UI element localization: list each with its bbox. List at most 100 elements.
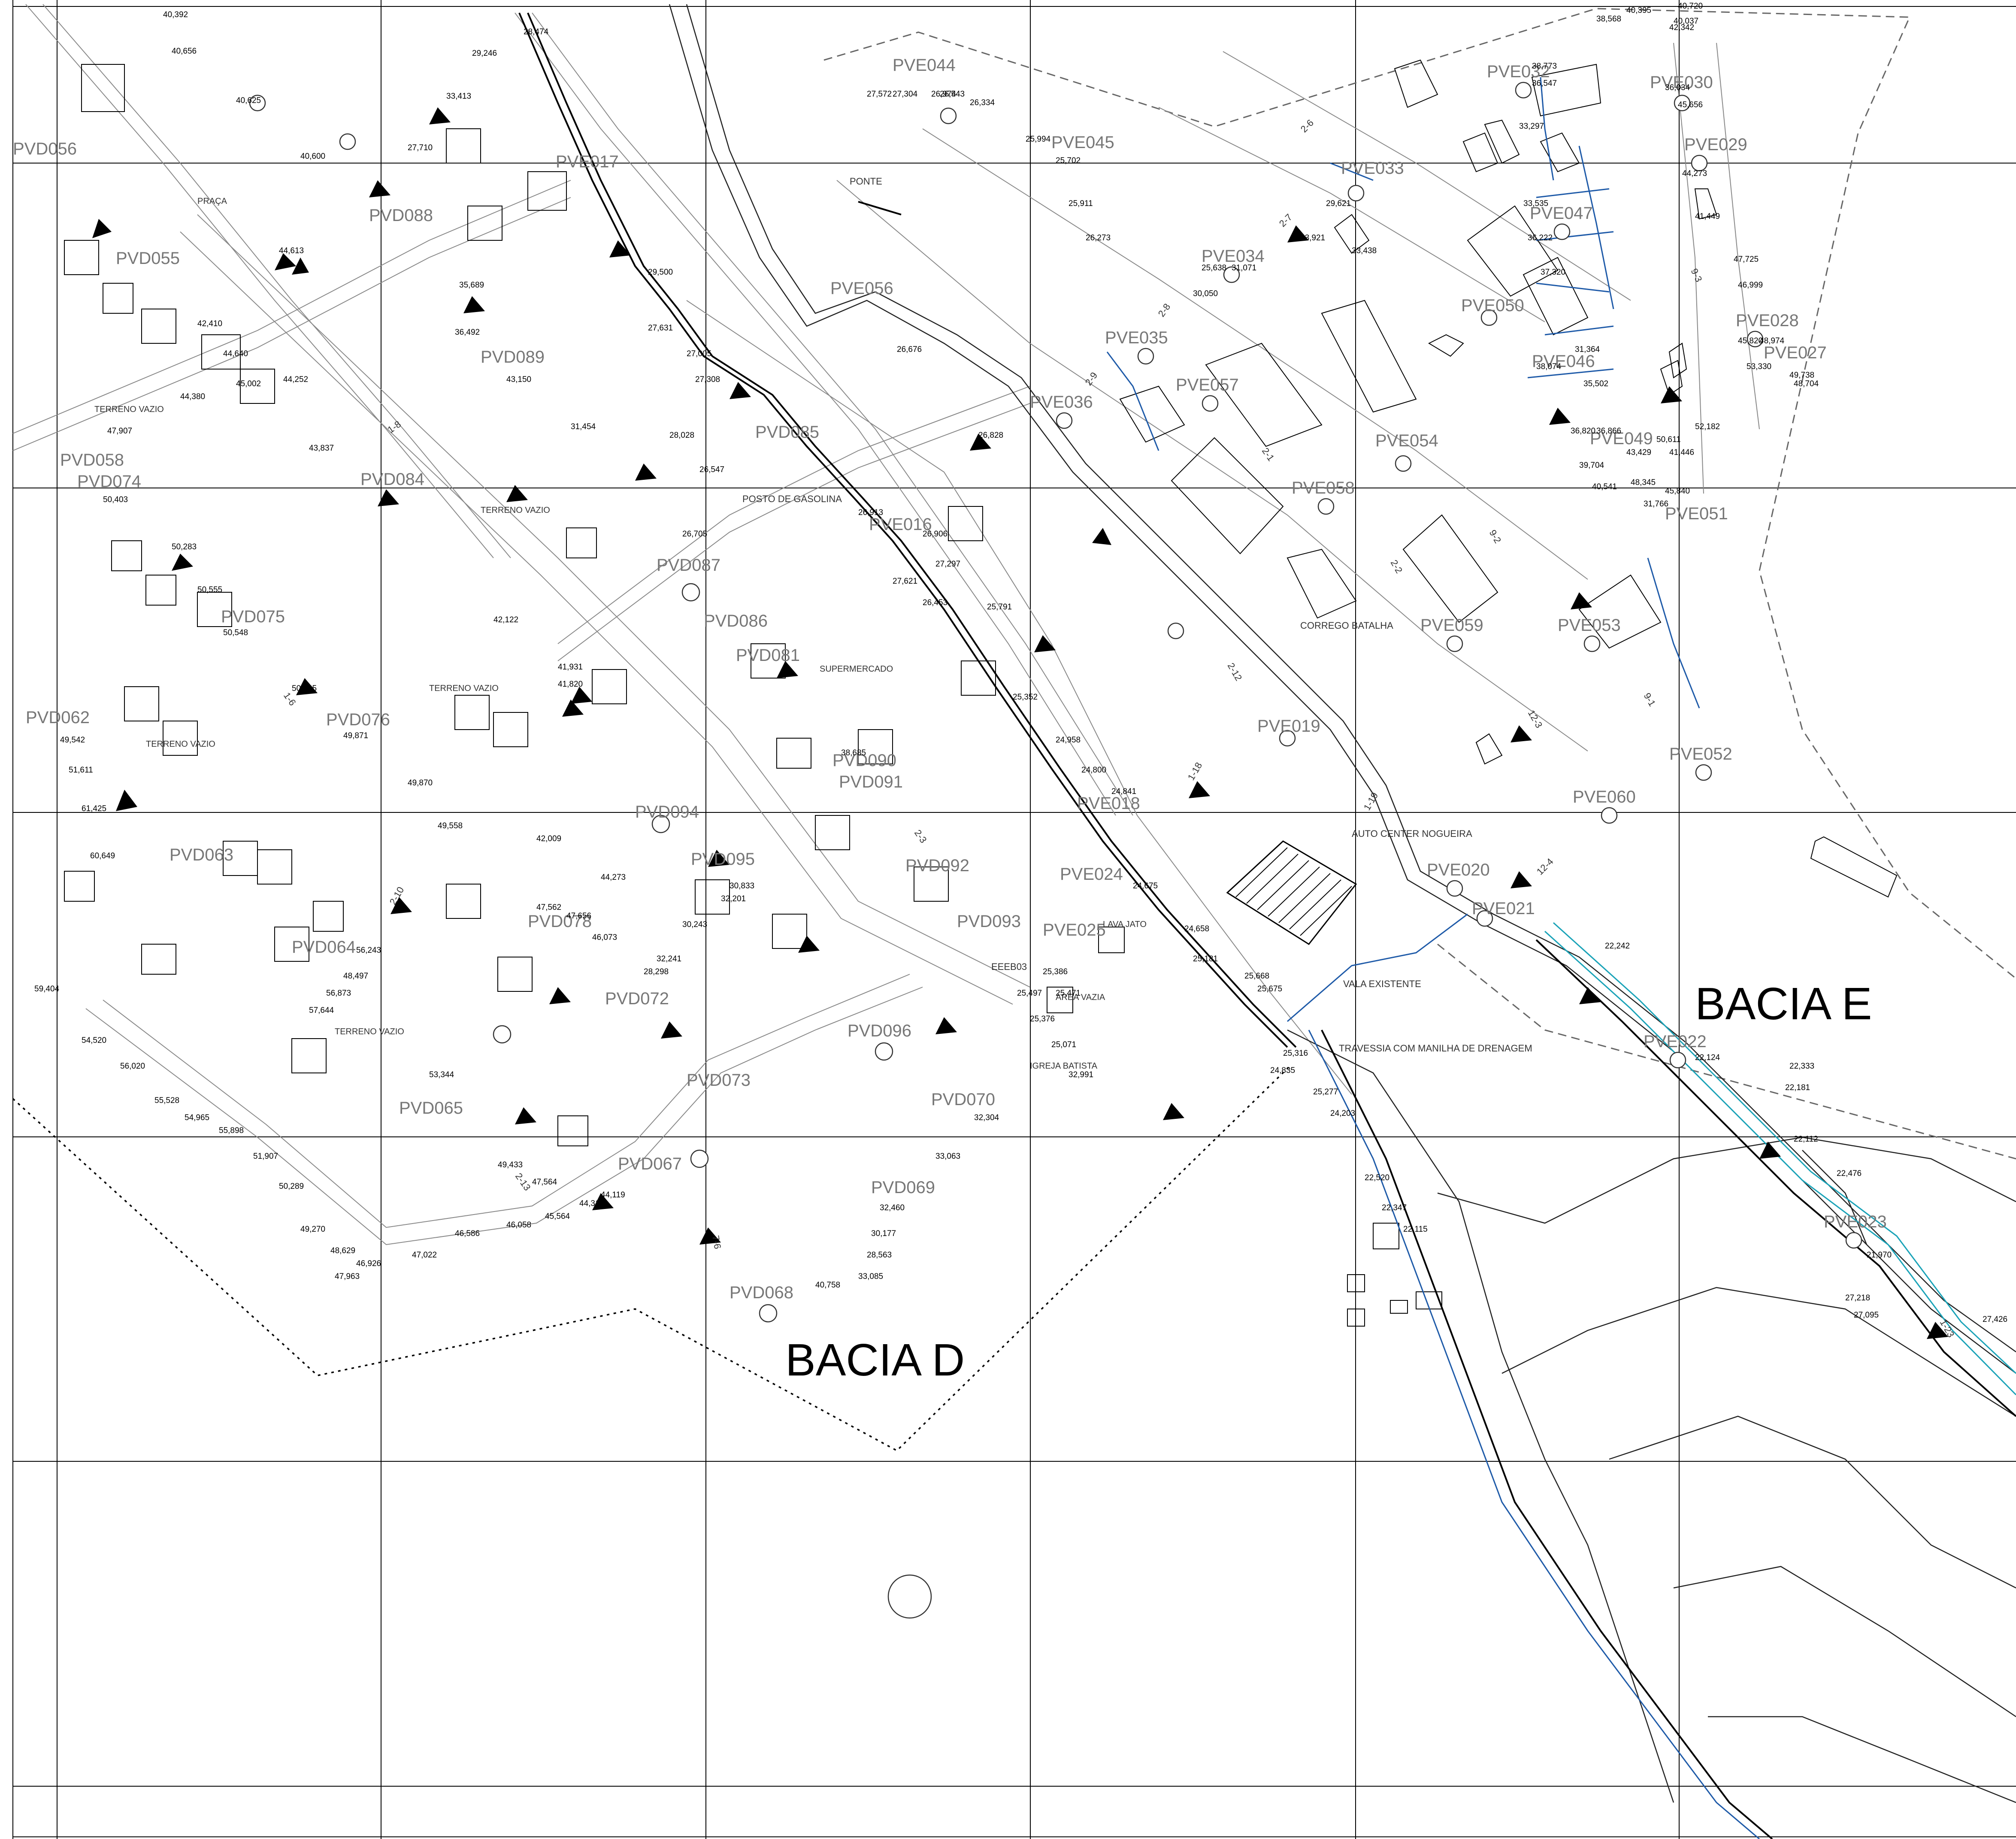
elevation-value: 49,871 bbox=[343, 731, 368, 740]
elevation-value: 25,638 bbox=[1202, 264, 1226, 273]
elevation-value: 33,413 bbox=[446, 92, 471, 101]
elevation-value: 61,425 bbox=[82, 804, 106, 813]
basin-d-boundary bbox=[12, 1063, 1293, 1452]
elevation-value: 48,497 bbox=[343, 972, 368, 981]
elevation-value: 40,541 bbox=[1592, 482, 1617, 491]
elevation-value: 42,122 bbox=[493, 615, 518, 624]
elevation-value: 53,344 bbox=[429, 1070, 454, 1079]
mh-label: PVE035 bbox=[1105, 328, 1168, 347]
elevation-value: 25,702 bbox=[1056, 156, 1081, 165]
elevation-value: 27,218 bbox=[1845, 1294, 1870, 1303]
elevation-value: 33,438 bbox=[1352, 246, 1377, 255]
basin-d-label: BACIA D bbox=[785, 1335, 965, 1385]
mh-label: PVD076 bbox=[326, 710, 390, 729]
elevation-value: 27,308 bbox=[695, 375, 720, 384]
segment-label: 7-6 bbox=[710, 1235, 723, 1250]
elevation-value: 33,063 bbox=[935, 1152, 960, 1161]
elevation-value: 36,547 bbox=[1532, 79, 1557, 88]
elevation-value: 25,376 bbox=[1030, 1015, 1055, 1024]
mh-label: PVD055 bbox=[116, 249, 180, 268]
elevation-value: 26,334 bbox=[970, 98, 995, 107]
elevation-value: 26,273 bbox=[1086, 233, 1111, 242]
mh-label: PVE059 bbox=[1420, 616, 1483, 635]
elevation-value: 25,277 bbox=[1313, 1088, 1338, 1097]
mh-label: PVE057 bbox=[1176, 376, 1239, 394]
elevation-value: 26,676 bbox=[897, 345, 922, 354]
elevation-value: 33,921 bbox=[1300, 233, 1325, 242]
elevation-value: 24,835 bbox=[1270, 1066, 1295, 1075]
elevation-value: 51,907 bbox=[253, 1152, 278, 1161]
elevation-value: 24,841 bbox=[1111, 787, 1136, 796]
mh-label: PVD081 bbox=[736, 646, 800, 665]
mh-label: PVE056 bbox=[830, 279, 893, 298]
elevation-value: 45,002 bbox=[236, 379, 261, 388]
mh-label: PVE023 bbox=[1824, 1212, 1887, 1231]
elevation-value: 38,568 bbox=[1596, 15, 1621, 24]
mh-label: PVD072 bbox=[605, 989, 669, 1008]
elevation-value: 60,649 bbox=[90, 851, 115, 860]
elevation-value: 56,020 bbox=[120, 1062, 145, 1071]
elevation-value: 50,289 bbox=[279, 1182, 304, 1191]
elevation-value: 26,705 bbox=[682, 530, 707, 539]
elevation-value: 50,548 bbox=[223, 628, 248, 637]
elevation-value: 27,095 bbox=[1854, 1311, 1879, 1320]
mh-label: PVD090 bbox=[832, 751, 896, 770]
mh-label: PVE018 bbox=[1077, 794, 1140, 813]
elevation-value: 49,542 bbox=[60, 736, 85, 745]
elevation-value: 25,911 bbox=[1069, 199, 1093, 208]
mh-label: PVE022 bbox=[1644, 1032, 1707, 1051]
elevation-value: 41,449 bbox=[1695, 212, 1720, 221]
elevation-value: 50,335 bbox=[292, 684, 317, 693]
elevation-value: 21,970 bbox=[1867, 1251, 1892, 1260]
elevation-value: 31,071 bbox=[1232, 264, 1256, 273]
elevation-value: 22,112 bbox=[1794, 1135, 1818, 1144]
manhole-labels: PVE044 PVE045 PVE032 PVE030 PVE029 PVE03… bbox=[13, 56, 1887, 1302]
elevation-value: 38,074 bbox=[1536, 362, 1562, 371]
elevation-value: 56,243 bbox=[356, 946, 381, 955]
elevation-value: 30,177 bbox=[871, 1229, 896, 1238]
elevation-value: 25,471 bbox=[1056, 989, 1081, 998]
elevation-value: 45,656 bbox=[1678, 100, 1703, 109]
elevation-value: 29,246 bbox=[472, 49, 497, 58]
elevation-value: 25,071 bbox=[1051, 1040, 1076, 1049]
elevation-value: 39,704 bbox=[1579, 461, 1604, 470]
elevation-value: 24,958 bbox=[1056, 736, 1081, 745]
elevation-value: 25,386 bbox=[1043, 967, 1068, 976]
elevation-value: 36,222 bbox=[1528, 233, 1553, 242]
elevation-value: 46,926 bbox=[356, 1259, 381, 1268]
elevation-value: 22,520 bbox=[1365, 1173, 1389, 1182]
elevation-value: 29,621 bbox=[1326, 199, 1351, 208]
elevation-value: 44,273 bbox=[601, 873, 626, 882]
mh-label: PVE047 bbox=[1530, 204, 1593, 223]
elevation-value: 43,150 bbox=[506, 375, 531, 384]
elevation-value: 32,241 bbox=[657, 954, 681, 963]
elevation-value: 36,492 bbox=[455, 328, 480, 337]
label-vala: VALA EXISTENTE bbox=[1343, 979, 1421, 989]
elevation-value: 49,270 bbox=[300, 1225, 325, 1234]
elevation-value: 44,380 bbox=[180, 392, 205, 401]
mh-label: PVD069 bbox=[871, 1178, 935, 1197]
mh-label: PVE021 bbox=[1472, 899, 1535, 918]
elevation-value: 25,675 bbox=[1257, 985, 1282, 994]
elevation-value: 41,446 bbox=[1669, 448, 1694, 457]
elevation-value: 50,555 bbox=[197, 585, 222, 594]
elevation-value: 32,460 bbox=[880, 1203, 905, 1212]
basin-e-label: BACIA E bbox=[1695, 979, 1872, 1029]
mh-label: PVE024 bbox=[1060, 865, 1123, 884]
elevation-value: 27,621 bbox=[893, 577, 917, 586]
elevation-value: 41,931 bbox=[558, 663, 583, 672]
elevation-value: 38,685 bbox=[841, 748, 866, 757]
elevation-value: 30,050 bbox=[1193, 289, 1218, 298]
elevation-value: 27,426 bbox=[1983, 1315, 2007, 1324]
elevation-value: 49,433 bbox=[498, 1160, 523, 1169]
elevation-value: 26,913 bbox=[858, 508, 883, 517]
elevation-value: 30,243 bbox=[682, 920, 707, 929]
mh-label: PVE020 bbox=[1427, 860, 1490, 879]
elevation-value: 47,656 bbox=[566, 912, 591, 921]
elevation-value: 24,658 bbox=[1184, 924, 1209, 933]
mh-label: PVE016 bbox=[869, 515, 932, 534]
label-supermercado: SUPERMERCADO bbox=[820, 664, 893, 674]
mh-label: PVD068 bbox=[730, 1283, 793, 1302]
elevation-value: 22,333 bbox=[1789, 1062, 1814, 1071]
elevation-value: 24,800 bbox=[1081, 766, 1106, 775]
